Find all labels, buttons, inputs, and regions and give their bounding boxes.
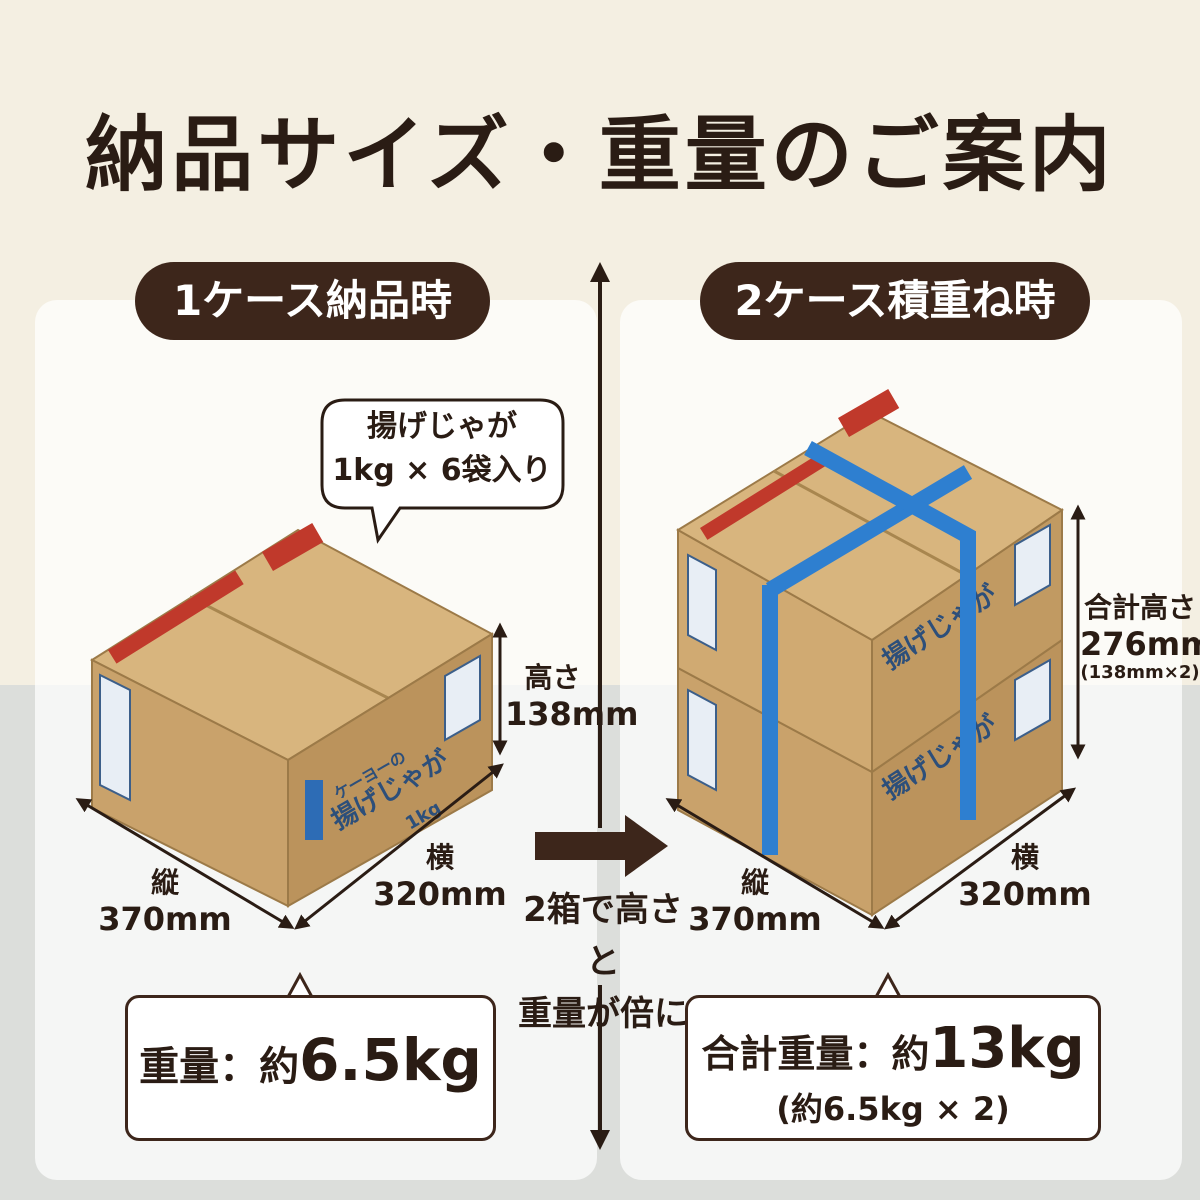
single-depth-label: 縦 370mm (98, 866, 232, 938)
single-width-arrow (294, 763, 504, 930)
stacked-weight-value: 13kg (929, 1016, 1085, 1081)
stacked-box-icon: 揚げじゃが 揚げじゃが (676, 388, 1064, 917)
stacked-weight-note: (約6.5kg × 2) (776, 1090, 1010, 1128)
stacked-weight-text: 合計重量：約13kg (701, 1016, 1085, 1081)
single-width-label: 横 320mm (373, 841, 507, 913)
single-depth-arrow (75, 798, 295, 929)
single-weight-value: 6.5kg (299, 1026, 482, 1094)
bubble-line-product: 揚げじゃが (367, 409, 517, 444)
bubble-text: 揚げじゃが 1kg × 6袋入り (322, 405, 562, 493)
single-height-label: 高さ 138mm (505, 661, 639, 733)
single-weight-pointer (285, 971, 315, 999)
stacked-depth-arrow (665, 798, 885, 929)
right-arrow-icon (535, 815, 668, 877)
single-case-heading: 1ケース納品時 (135, 262, 490, 340)
center-note-line1: 2箱で高さと (523, 890, 683, 982)
center-note: 2箱で高さと 重量が倍に (508, 884, 698, 1040)
speech-bubble (320, 398, 565, 544)
single-weight-text: 重量：約6.5kg (139, 1026, 482, 1094)
stacked-width-label: 横 320mm (958, 841, 1092, 913)
stacked-width-arrow (883, 787, 1077, 930)
stacked-height-label: 合計高さ 276mm (138mm×2) (1080, 591, 1200, 683)
bubble-line-contents: 1kg × 6袋入り (332, 453, 552, 488)
stacked-depth-label: 縦 370mm (688, 866, 822, 938)
stacked-weight-pointer (873, 971, 903, 999)
single-weight-box: 重量：約6.5kg (125, 995, 496, 1141)
center-note-line2: 重量が倍に (518, 994, 688, 1034)
page-title: 納品サイズ・重量のご案内 (85, 108, 1115, 203)
stacked-weight-box: 合計重量：約13kg (約6.5kg × 2) (685, 995, 1101, 1141)
stacked-case-heading: 2ケース積重ね時 (700, 262, 1090, 340)
